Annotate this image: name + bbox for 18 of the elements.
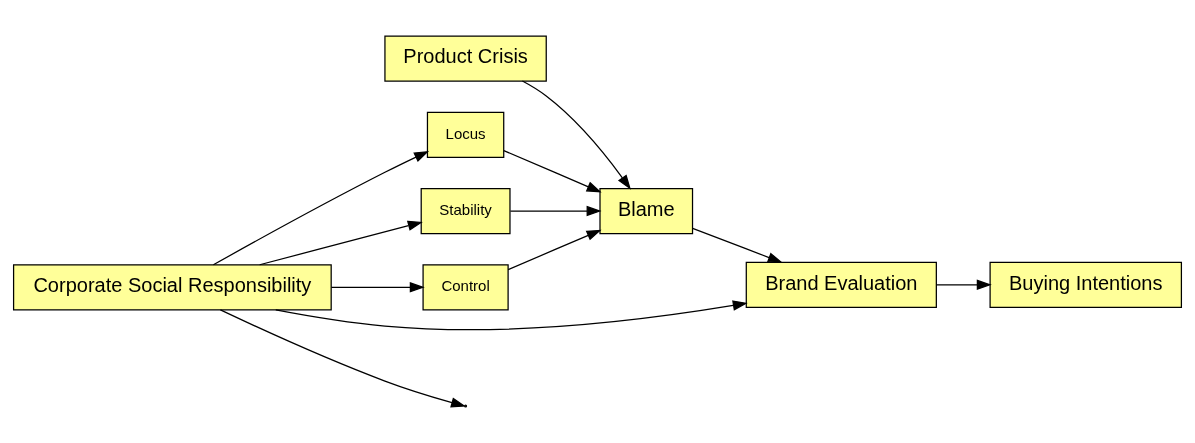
node-box: Locus (426, 111, 505, 158)
node-box: Stability (420, 187, 511, 235)
arrow (259, 220, 423, 266)
arrow (503, 149, 602, 193)
arrow (509, 205, 602, 217)
node-box: Corporate Social Responsibility (12, 264, 332, 311)
node-box: Blame (599, 187, 694, 235)
node-box: Control (422, 264, 509, 311)
node-box: Product Crisis (384, 35, 547, 82)
arrow (521, 80, 631, 190)
arrow (330, 282, 425, 293)
arrow (692, 227, 783, 263)
arrow (507, 229, 602, 271)
node-box: Brand Evaluation (745, 261, 937, 308)
arrow (935, 279, 992, 291)
arrow (275, 300, 748, 331)
node-box: Buying Intentions (989, 261, 1183, 308)
arrow (212, 150, 430, 266)
